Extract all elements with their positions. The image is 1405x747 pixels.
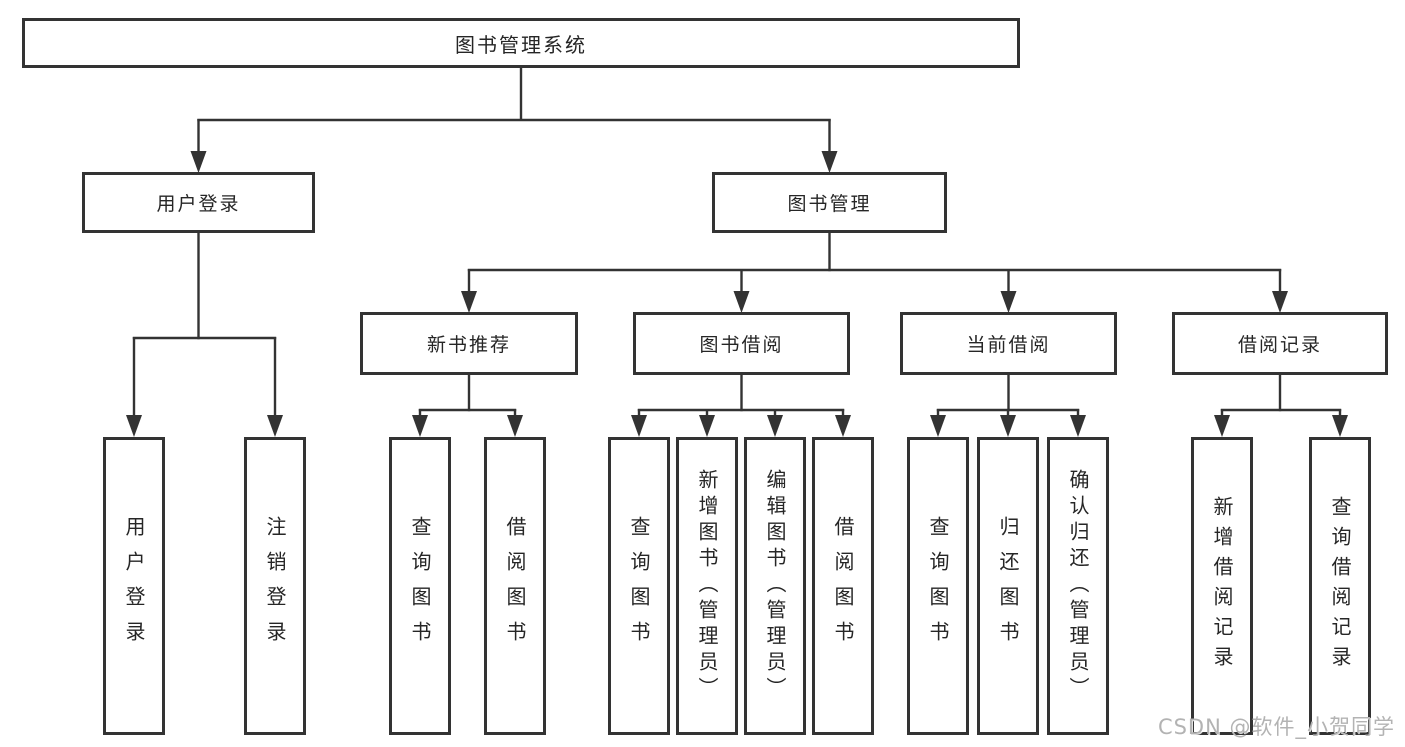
leaf-label: 查询借阅记录 (1328, 496, 1352, 676)
leaf-label: 查询图书 (627, 516, 651, 656)
leaf-label: 注销登录 (263, 516, 287, 656)
node-label: 用户登录 (156, 193, 241, 215)
connector-user-login-branch (126, 233, 283, 437)
leaf-borrow-books: 借阅图书 (812, 437, 874, 735)
leaf-borrow-books-recommend: 借阅图书 (484, 437, 546, 735)
connector-root-to-level2 (190, 68, 838, 173)
leaf-confirm-return-admin: 确认归还（管理员） (1047, 437, 1109, 735)
connector-borrow-records-branch (1214, 375, 1348, 437)
leaf-label: 新增借阅记录 (1210, 496, 1234, 676)
leaf-label: 查询图书 (926, 516, 950, 656)
leaf-query-borrow-record: 查询借阅记录 (1309, 437, 1371, 735)
node-label: 图书借阅 (699, 334, 784, 356)
leaf-label: 确认归还（管理员） (1066, 469, 1090, 703)
leaf-add-book-admin: 新增图书（管理员） (676, 437, 738, 735)
node-new-book-recommendation: 新书推荐 (360, 312, 578, 375)
node-label: 新书推荐 (426, 334, 511, 356)
leaf-label: 归还图书 (996, 516, 1020, 656)
leaf-logout: 注销登录 (244, 437, 306, 735)
leaf-add-borrow-record: 新增借阅记录 (1191, 437, 1253, 735)
leaf-query-books-current: 查询图书 (907, 437, 969, 735)
leaf-user-login: 用户登录 (103, 437, 165, 735)
node-label: 图书管理系统 (455, 32, 587, 57)
connector-book-borrow-branch (631, 375, 851, 437)
leaf-query-books-borrow: 查询图书 (608, 437, 670, 735)
leaf-label: 借阅图书 (831, 516, 855, 656)
node-label: 借阅记录 (1237, 334, 1322, 356)
connector-book-management-branch (461, 233, 1288, 313)
node-borrowing-records: 借阅记录 (1172, 312, 1388, 375)
node-book-borrowing: 图书借阅 (633, 312, 850, 375)
leaf-label: 借阅图书 (503, 516, 527, 656)
node-label: 当前借阅 (966, 334, 1051, 356)
node-library-management-system: 图书管理系统 (22, 18, 1020, 68)
connector-new-book-branch (412, 375, 523, 437)
leaf-return-books: 归还图书 (977, 437, 1039, 735)
node-label: 图书管理 (787, 193, 872, 215)
connector-current-borrow-branch (930, 375, 1086, 437)
leaf-label: 查询图书 (408, 516, 432, 656)
leaf-label: 编辑图书（管理员） (763, 469, 787, 703)
csdn-watermark: CSDN @软件_小贺同学 (1157, 715, 1395, 739)
node-user-login: 用户登录 (82, 172, 315, 233)
leaf-label: 用户登录 (122, 516, 146, 656)
node-book-management: 图书管理 (712, 172, 947, 233)
leaf-query-books-recommend: 查询图书 (389, 437, 451, 735)
leaf-edit-book-admin: 编辑图书（管理员） (744, 437, 806, 735)
node-current-borrowing: 当前借阅 (900, 312, 1117, 375)
leaf-label: 新增图书（管理员） (695, 469, 719, 703)
